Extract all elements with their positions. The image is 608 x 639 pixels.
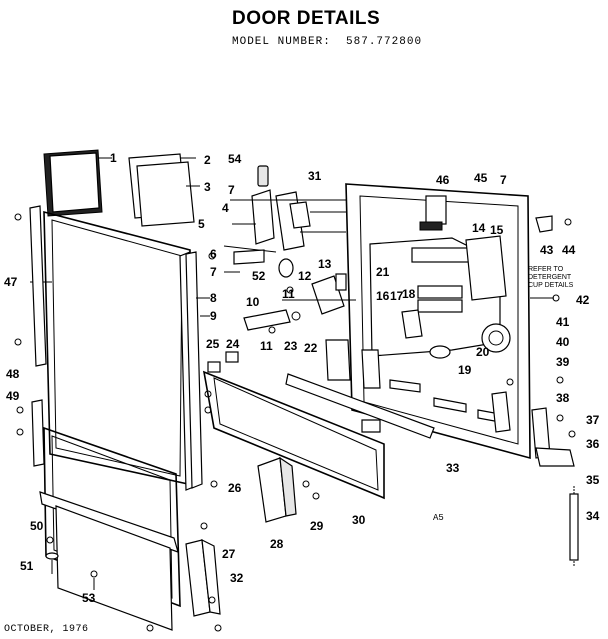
callout: 28: [270, 537, 284, 551]
callout: 37: [586, 413, 600, 427]
callout: 8: [210, 291, 217, 305]
part-right-trim-strips: [179, 251, 216, 491]
part-right-hardware: [506, 215, 572, 386]
part-hardware-51-53: [45, 536, 154, 632]
callout: 41: [556, 315, 570, 329]
callout: 35: [586, 473, 600, 487]
callout: 2: [204, 153, 211, 167]
callout: 7: [500, 173, 507, 187]
callout: 7: [210, 265, 217, 279]
callout: 4: [222, 201, 229, 215]
callout-labels: 1 2 3 54 7 31 4 5 6 7 52 11 13 12 10 11 …: [4, 151, 600, 605]
callout: 14: [472, 221, 486, 235]
model-number-line: MODEL NUMBER: 587.772800: [232, 36, 422, 48]
callout: 9: [210, 309, 217, 323]
callout: 32: [230, 571, 244, 585]
diagram-code: A5: [433, 513, 444, 523]
part-lower-panel: [16, 399, 181, 631]
callout: 47: [4, 275, 18, 289]
callout: 49: [6, 389, 20, 403]
callout: 38: [556, 391, 570, 405]
callout: 12: [298, 269, 312, 283]
callout: 7: [228, 183, 235, 197]
callout: 42: [576, 293, 590, 307]
model-number-label: MODEL NUMBER:: [232, 36, 331, 48]
callout: 22: [304, 341, 318, 355]
footer-date: OCTOBER, 1976: [4, 624, 89, 635]
reference-note-line-1: REFER TO DETERGENT: [528, 266, 572, 281]
callout: 53: [82, 591, 96, 605]
callout: 11: [282, 287, 295, 301]
callout: 43: [540, 243, 554, 257]
part-hinge-hardware: [223, 165, 311, 278]
callout: 34: [586, 509, 600, 523]
callout: 24: [226, 337, 240, 351]
callout: 46: [436, 173, 450, 187]
part-spring-34: [569, 486, 579, 566]
callout: 54: [228, 152, 242, 166]
part-latch-assembly: [243, 273, 347, 334]
callout: 30: [352, 513, 366, 527]
callout: 52: [252, 269, 266, 283]
callout: 48: [6, 367, 20, 381]
part-lower-channel: [200, 339, 435, 530]
callout: 23: [284, 339, 298, 353]
callout: 44: [562, 243, 576, 257]
callout: 10: [246, 295, 260, 309]
callout: 31: [308, 169, 322, 183]
callout: 26: [228, 481, 242, 495]
callout: 29: [310, 519, 324, 533]
part-right-hinge-bracket: [491, 391, 576, 467]
callout: 11: [260, 339, 273, 353]
callout: 15: [490, 223, 504, 237]
callout: 18: [402, 287, 416, 301]
part-inner-door-liner: [230, 183, 531, 460]
part-panel-1: [43, 149, 112, 217]
callout: 45: [474, 171, 488, 185]
callout: 39: [556, 355, 570, 369]
part-bracket-32: [185, 538, 222, 632]
callout: 51: [20, 559, 34, 573]
callout: 33: [446, 461, 460, 475]
callout: 5: [198, 217, 205, 231]
callout: 50: [30, 519, 44, 533]
callout: 27: [222, 547, 236, 561]
callout: 36: [586, 437, 600, 451]
part-left-trim-strip: [14, 205, 47, 367]
callout: 6: [210, 247, 217, 261]
part-panel-3: [136, 161, 200, 227]
part-door-outer-panel-47: [30, 210, 191, 485]
model-number-value: 587.772800: [346, 36, 423, 48]
callout: 1: [110, 151, 117, 165]
reference-note-line-2: CUP DETAILS: [528, 282, 574, 289]
callout: 3: [204, 180, 211, 194]
part-cover-28: [257, 456, 297, 523]
callout: 21: [376, 265, 390, 279]
callout: 16: [376, 289, 390, 303]
callout: 13: [318, 257, 332, 271]
callout: 19: [458, 363, 472, 377]
callout: 40: [556, 335, 570, 349]
page-title: DOOR DETAILS: [232, 8, 381, 29]
callout: 25: [206, 337, 220, 351]
callout: 20: [476, 345, 490, 359]
callout: 17: [390, 289, 404, 303]
